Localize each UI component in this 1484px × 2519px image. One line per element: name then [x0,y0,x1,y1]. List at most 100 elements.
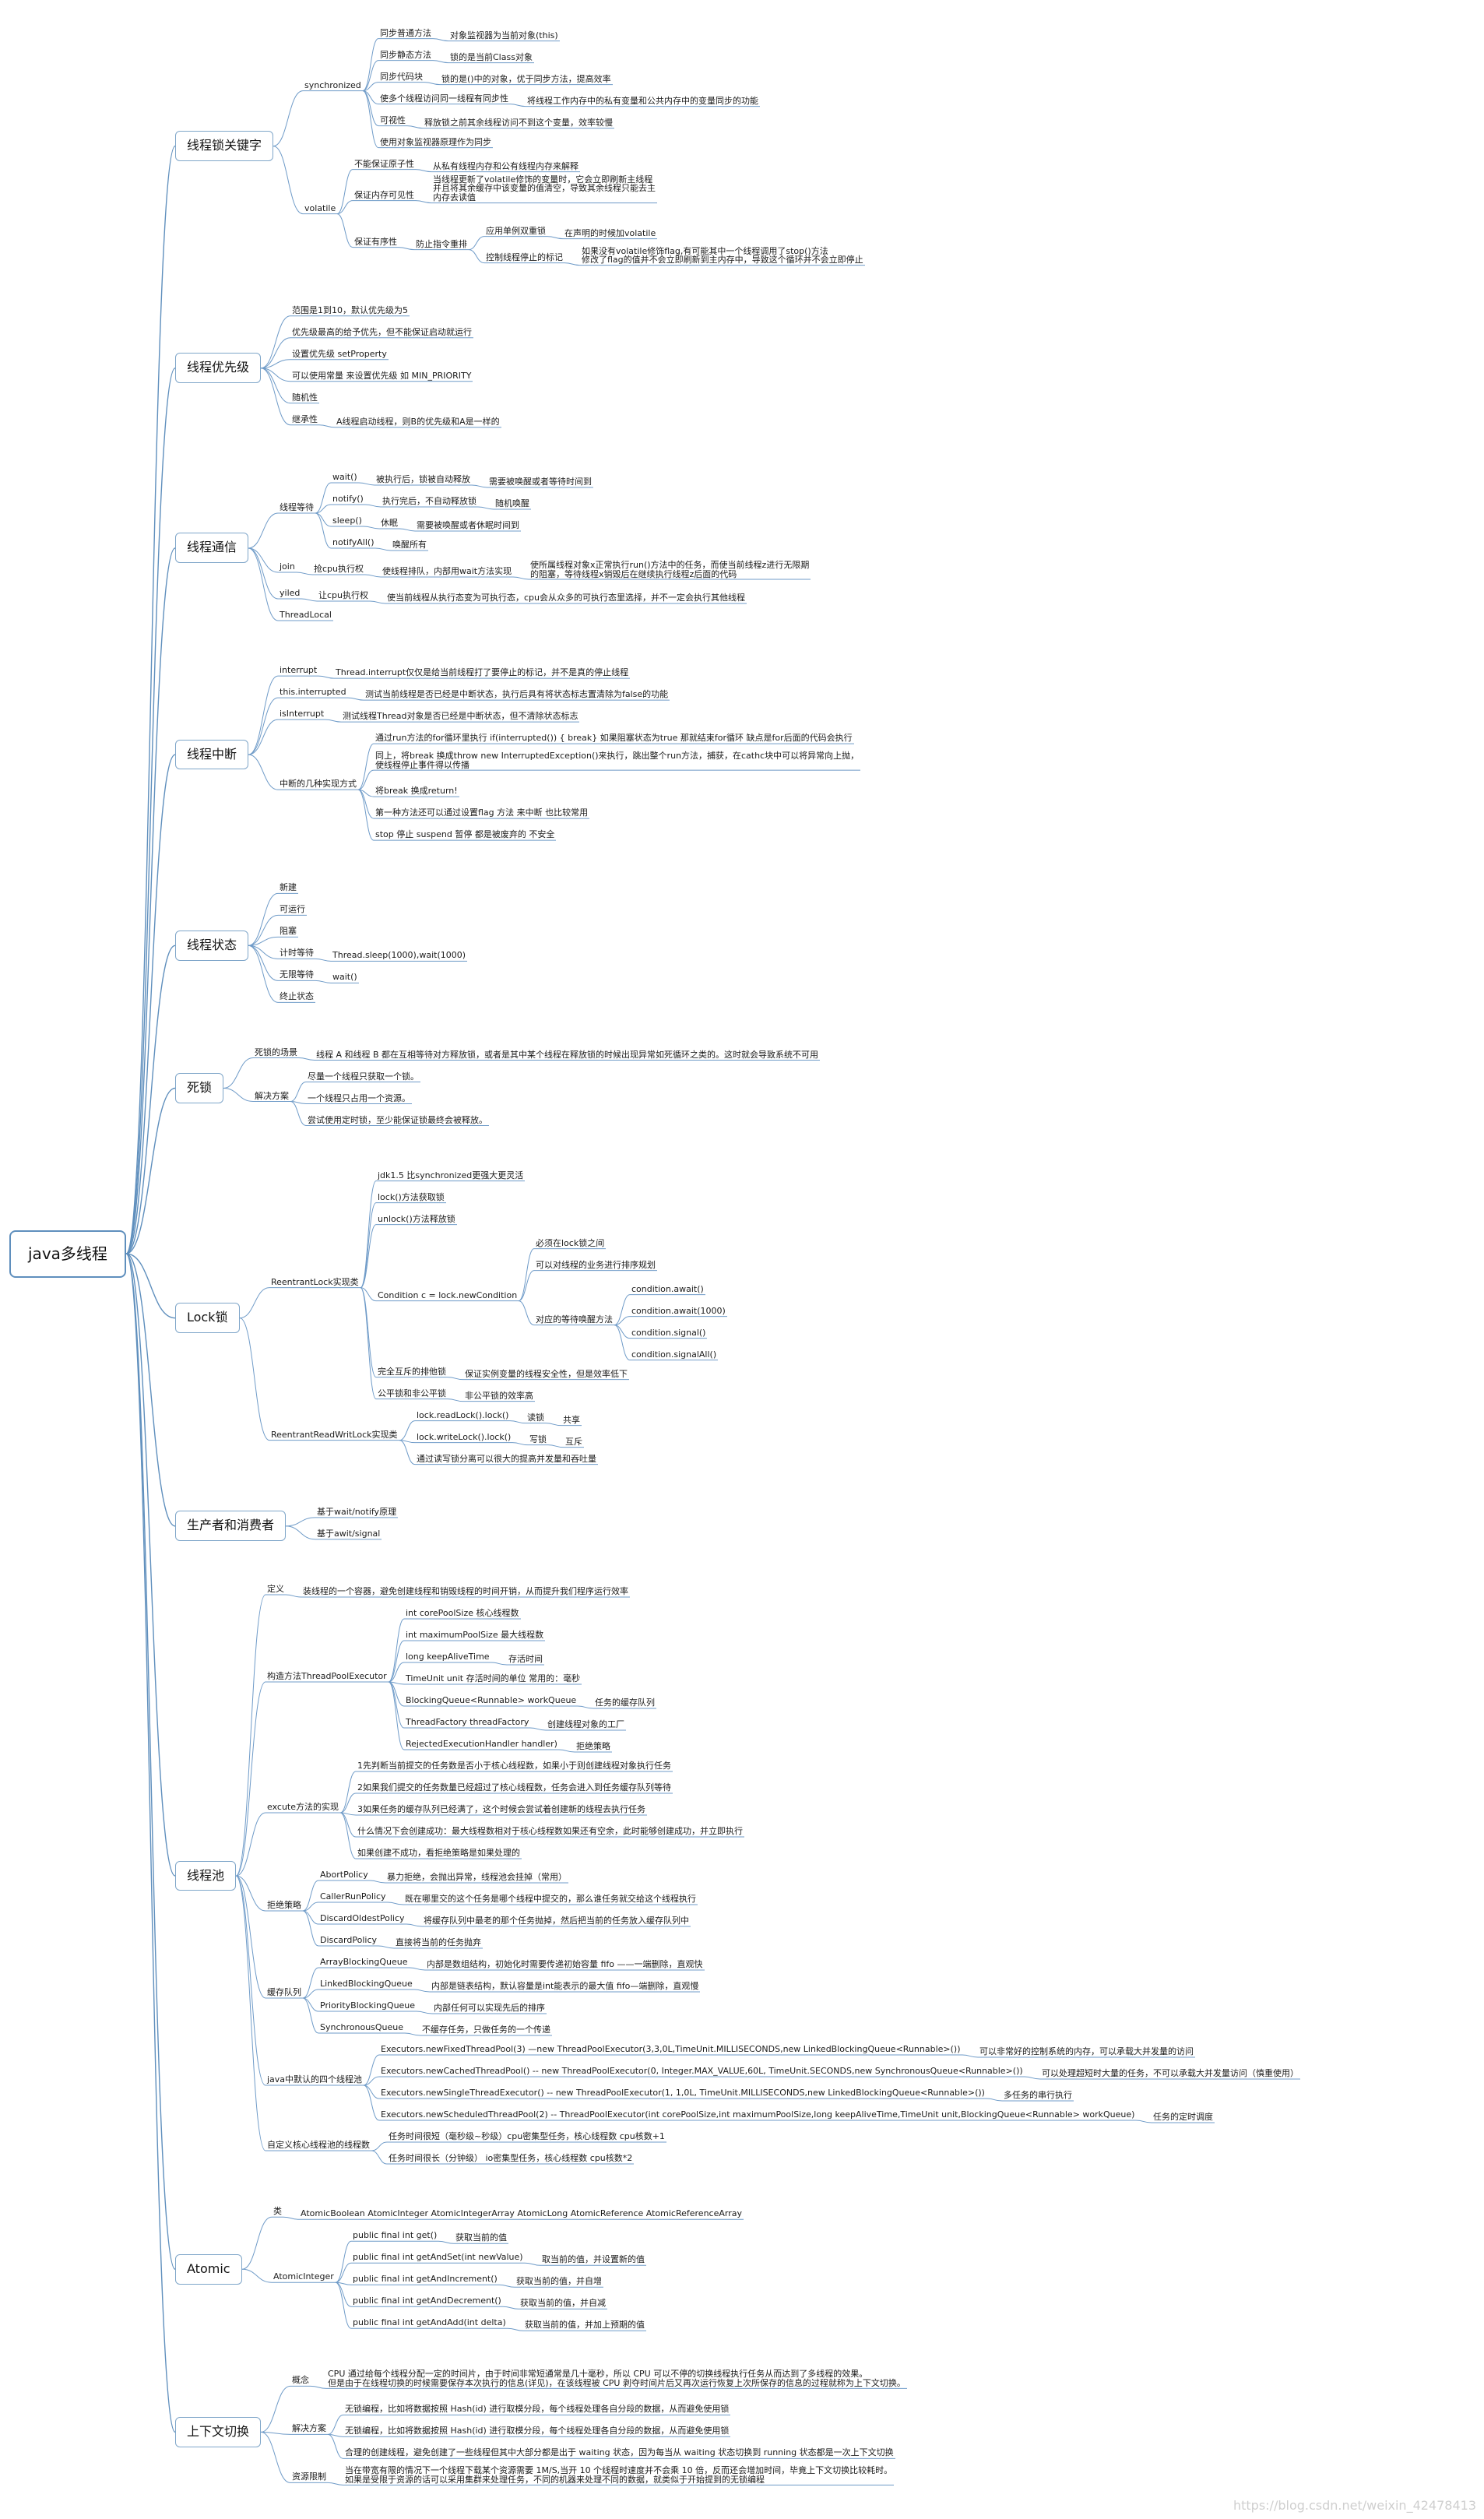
topic-node-d3[interactable]: 任务时间很短（毫秒级~秒级）cpu密集型任务，核心线程数 cpu核数+1 [389,2132,665,2141]
topic-node-d3[interactable]: 第一种方法还可以通过设置flag 方法 来中断 也比较常用 [375,808,588,818]
branch-node[interactable]: 死锁 [175,1073,224,1103]
topic-node-d3[interactable]: int maximumPoolSize 最大线程数 [406,1631,543,1640]
topic-node-d2[interactable]: this.interrupted [280,688,346,697]
topic-node-d2[interactable]: excute方法的实现 [267,1803,339,1812]
topic-node-d4[interactable]: 取当前的值，并设置新的值 [542,2255,645,2264]
topic-node-d3[interactable]: 3如果任务的缓存队列已经满了，这个时候会尝试着创建新的线程去执行任务 [357,1805,645,1814]
topic-node-d2[interactable]: 可以使用常量 来设置优先级 如 MIN_PRIORITY [292,371,471,381]
topic-node-d3[interactable]: AbortPolicy [320,1870,368,1880]
topic-node-d4[interactable]: 获取当前的值，并自减 [520,2299,606,2308]
topic-node-d4[interactable]: 非公平锁的效率高 [465,1391,533,1401]
topic-node-d3[interactable]: 尝试使用定时锁，至少能保证锁最终会被释放。 [308,1115,487,1125]
topic-node-d2[interactable]: 计时等待 [280,948,314,958]
topic-node-d3[interactable]: jdk1.5 比synchronized更强大更灵活 [378,1171,523,1180]
topic-node-d3[interactable]: 完全互斥的排他锁 [378,1367,446,1377]
topic-node-d3[interactable]: 2如果我们提交的任务数量已经超过了核心线程数，任务会进入到任务缓存队列等待 [357,1783,671,1793]
topic-node-d3[interactable]: lock.readLock().lock() [417,1411,508,1420]
topic-node-d2[interactable]: 解决方案 [255,1091,289,1101]
topic-node-d4[interactable]: 唤醒所有 [392,540,427,550]
branch-node[interactable]: 线程锁关键字 [175,131,274,161]
topic-node-d4[interactable]: 内部是链表结构，默认容量是int能表示的最大值 fifo—端删除，直观慢 [431,1982,698,1991]
topic-node-d5[interactable]: condition.signal() [631,1328,705,1338]
topic-node-d3[interactable]: 测试当前线程是否已经是中断状态，执行后具有将状态标志置清除为false的功能 [365,690,668,699]
topic-node-d4[interactable]: 对象监视器为当前对象(this) [450,31,558,40]
topic-node-d3[interactable]: DiscardOldestPolicy [320,1914,405,1923]
topic-node-d2[interactable]: 设置优先级 setProperty [292,350,387,359]
topic-node-d2[interactable]: 类 [273,2207,282,2216]
topic-node-d4[interactable]: 可以对线程的业务进行排序规划 [536,1261,656,1270]
topic-node-d4[interactable]: 创建线程对象的工厂 [547,1720,624,1729]
topic-node-d3[interactable]: LinkedBlockingQueue [320,1979,413,1989]
topic-node-d3[interactable]: 使多个线程访问同一线程有同步性 [380,94,508,104]
topic-node-d4[interactable]: 将缓存队列中最老的那个任务抛掉，然后把当前的任务放入缓存队列中 [424,1916,689,1926]
topic-node-d2[interactable]: 中断的几种实现方式 [280,779,357,789]
topic-node-d3[interactable]: sleep() [332,516,362,526]
topic-node-d2[interactable]: 定义 [267,1585,284,1594]
topic-node-d3[interactable]: 同步普通方法 [380,29,431,38]
topic-node-d2[interactable]: 范围是1到10，默认优先级为5 [292,306,408,315]
topic-node-d3[interactable]: SynchronousQueue [320,2023,403,2032]
topic-node-d2[interactable]: volatile [304,204,336,213]
topic-node-d2[interactable]: 阻塞 [280,927,297,936]
topic-node-d2[interactable]: 构造方法ThreadPoolExecutor [267,1672,387,1681]
branch-node[interactable]: 线程池 [175,1860,237,1891]
topic-node-d3[interactable]: notifyAll() [332,538,374,547]
topic-node-d5[interactable]: 随机唤醒 [495,499,529,508]
topic-node-d5[interactable]: 控制线程停止的标记 [486,253,563,262]
topic-node-d4[interactable]: 对应的等待唤醒方法 [536,1315,613,1325]
topic-node-d4[interactable]: 拒绝策略 [576,1742,610,1751]
topic-node-d2[interactable]: 基于awit/signal [317,1529,380,1539]
root-node[interactable]: java多线程 [9,1230,126,1278]
topic-node-d3[interactable]: A线程启动线程，则B的优先级和A是一样的 [336,417,500,427]
topic-node-d2[interactable]: 解决方案 [292,2424,326,2433]
topic-node-d4[interactable]: 使当前线程从执行态变为可执行态，cpu会从众多的可执行态里选择，并不一定会执行其… [387,593,745,603]
topic-node-d4[interactable]: 休眠 [381,519,398,528]
topic-node-d3[interactable]: CallerRunPolicy [320,1892,386,1902]
topic-node-d4[interactable]: 锁的是当前Class对象 [450,53,533,62]
topic-node-d2[interactable]: AtomicInteger [273,2272,334,2282]
topic-node-d2[interactable]: 死锁的场景 [255,1047,297,1057]
topic-node-d3[interactable]: 当在带宽有限的情况下一个线程下载某个资源需要 1M/S,当开 10 个线程时速度… [345,2466,892,2484]
topic-node-d3[interactable]: unlock()方法释放锁 [378,1215,455,1224]
branch-node[interactable]: 线程优先级 [175,353,262,384]
topic-node-d3[interactable]: long keepAliveTime [406,1652,490,1662]
topic-node-d3[interactable]: 可视性 [380,116,406,125]
topic-node-d3[interactable]: 抢cpu执行权 [314,565,364,574]
topic-node-d3[interactable]: 保证内存可见性 [354,191,414,200]
topic-node-d3[interactable]: public final int getAndDecrement() [353,2296,501,2306]
topic-node-d4[interactable]: 任务的定时调度 [1153,2113,1213,2122]
topic-node-d2[interactable]: 线程等待 [280,503,314,512]
branch-node[interactable]: Atomic [175,2253,242,2285]
topic-node-d3[interactable]: stop 停止 suspend 暂停 都是被废弃的 不安全 [375,830,554,839]
topic-node-d3[interactable]: Executors.newCachedThreadPool() -- new T… [381,2067,1023,2076]
topic-node-d2[interactable]: 可运行 [280,905,305,914]
topic-node-d3[interactable]: 测试线程Thread对象是否已经是中断状态，但不清除状态标志 [343,712,578,721]
topic-node-d4[interactable]: 防止指令重排 [416,240,467,249]
topic-node-d4[interactable]: 存活时间 [508,1655,543,1664]
topic-node-d4[interactable]: 不缓存任务，只做任务的一个传递 [422,2025,550,2035]
topic-node-d3[interactable]: wait() [332,973,357,982]
topic-node-d3[interactable]: TimeUnit unit 存活时间的单位 常用的：毫秒 [406,1674,580,1683]
topic-node-d3[interactable]: public final int getAndAdd(int delta) [353,2318,506,2327]
topic-node-d4[interactable]: 被执行后，锁被自动释放 [376,475,470,484]
topic-node-d3[interactable]: 尽量一个线程只获取一个锁。 [308,1071,419,1082]
branch-node[interactable]: 线程状态 [175,930,249,961]
topic-node-d4[interactable]: 任务的缓存队列 [595,1698,655,1708]
topic-node-d2[interactable]: ReentrantLock实现类 [271,1278,359,1287]
topic-node-d3[interactable]: PriorityBlockingQueue [320,2001,415,2011]
topic-node-d3[interactable]: 通过读写锁分离可以很大的提高并发量和吞吐量 [417,1455,596,1464]
topic-node-d2[interactable]: interrupt [280,666,317,675]
topic-node-d3[interactable]: lock.writeLock().lock() [417,1433,511,1442]
topic-node-d2[interactable]: yiled [280,589,300,598]
topic-node-d3[interactable]: 使用对象监视器原理作为同步 [380,138,491,147]
topic-node-d2[interactable]: 缓存队列 [267,1988,301,1997]
topic-node-d2[interactable]: 继承性 [292,415,318,424]
topic-node-d2[interactable]: join [280,562,295,572]
topic-node-d4[interactable]: 保证实例变量的线程安全性，但是效率低下 [465,1370,628,1379]
topic-node-d4[interactable]: 内部任何可以实现先后的排序 [434,2004,545,2013]
topic-node-d3[interactable]: 线程 A 和线程 B 都在互相等待对方释放锁，或者是其中某个线程在释放锁的时候出… [316,1050,818,1060]
topic-node-d3[interactable]: public final int get() [353,2231,437,2240]
topic-node-d4[interactable]: 写锁 [529,1435,547,1444]
topic-node-d3[interactable]: Condition c = lock.newCondition [378,1291,517,1300]
topic-node-d3[interactable]: ArrayBlockingQueue [320,1958,408,1967]
